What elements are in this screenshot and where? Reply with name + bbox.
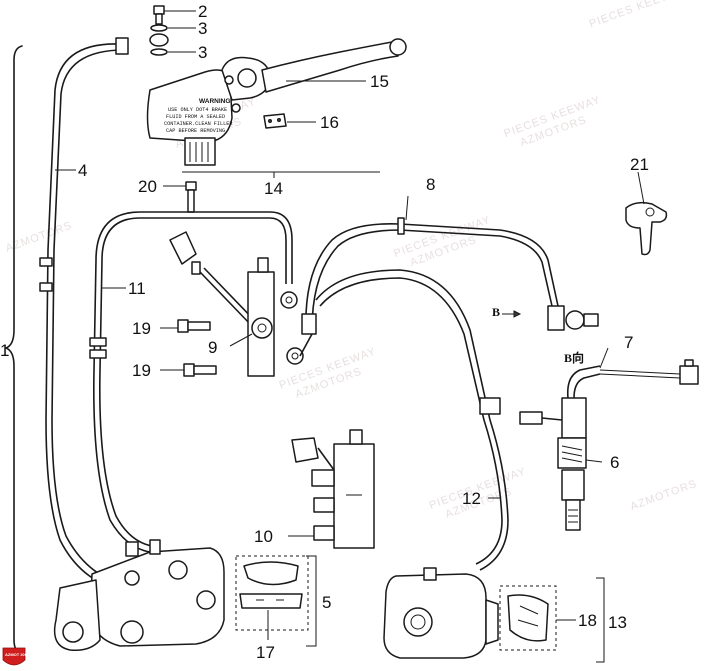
callout-7: 7 (624, 333, 633, 352)
callout-1: 1 (0, 341, 9, 360)
brake-pads-17 (235, 555, 309, 631)
callout-5: 5 (322, 593, 331, 612)
callout-20: 20 (138, 177, 157, 196)
logo-text: AZMOT 2003 (5, 652, 30, 657)
bolt-19-upper (177, 319, 211, 333)
banjo-bolt-2 (153, 5, 165, 25)
callout-2: 2 (198, 2, 207, 21)
watermark-text: PIECES KEEWAY (588, 0, 688, 30)
callout-3-bottom: 3 (198, 43, 207, 62)
callout-8: 8 (426, 175, 435, 194)
bolt-20 (185, 181, 197, 213)
callout-19-lower: 19 (132, 361, 151, 380)
callout-11: 11 (128, 279, 146, 298)
callout-4: 4 (78, 161, 87, 180)
brake-lever-15 (261, 38, 407, 93)
brake-switch-7 (599, 359, 699, 385)
warning-title: WARNING (199, 98, 230, 105)
callout-12: 12 (462, 489, 481, 508)
warning-line: USE ONLY DOT4 BRAKE (168, 107, 227, 113)
brake-pads-18 (499, 585, 557, 651)
callout-17: 17 (256, 643, 275, 662)
bolt-19-lower (183, 363, 217, 377)
brake-hose-12 (315, 269, 509, 571)
leader-lines (55, 10, 645, 640)
front-caliper (53, 539, 225, 652)
callout-21: 21 (630, 155, 649, 174)
azmotors-logo: AZMOT 2003 (2, 647, 30, 666)
callout-13: 13 (608, 613, 627, 632)
rear-caliper (383, 567, 499, 659)
bracket-21 (625, 201, 668, 256)
bracket-13 (596, 577, 605, 663)
callout-16: 16 (320, 113, 339, 132)
warning-line: CONTAINER.CLEAN FILLER (164, 121, 233, 127)
callout-3-top: 3 (198, 19, 207, 38)
master-cylinder-14: WARNING USE ONLY DOT4 BRAKE FLUID FROM A… (146, 56, 271, 166)
warning-line: CAP BEFORE REMOVING (166, 128, 225, 134)
callout-18: 18 (578, 611, 597, 630)
washer-3-top (150, 24, 168, 32)
watermark-text: AZMOTORS (629, 478, 699, 513)
callout-9: 9 (208, 338, 217, 357)
direction-label-b: B (492, 305, 500, 319)
callout-19-upper: 19 (132, 319, 151, 338)
warning-line: FLUID FROM A SEALED (166, 114, 225, 120)
pressure-switch-9 (169, 231, 275, 377)
callout-10: 10 (254, 527, 273, 546)
valve-block-10 (291, 429, 375, 549)
direction-label-b-view: B向 (564, 350, 584, 365)
rear-master-cylinder-6 (519, 365, 601, 531)
callout-6: 6 (610, 453, 619, 472)
brake-hose-8 (286, 217, 599, 365)
switch-16 (263, 113, 287, 129)
banjo-fitting (149, 33, 169, 47)
brake-hose-4 (39, 37, 129, 591)
bracket-1 (5, 45, 23, 655)
callout-14: 14 (264, 179, 283, 198)
bracket-5 (306, 555, 317, 647)
direction-arrow-head (513, 310, 522, 318)
callout-15: 15 (370, 72, 389, 91)
washer-3-bottom (150, 48, 168, 56)
